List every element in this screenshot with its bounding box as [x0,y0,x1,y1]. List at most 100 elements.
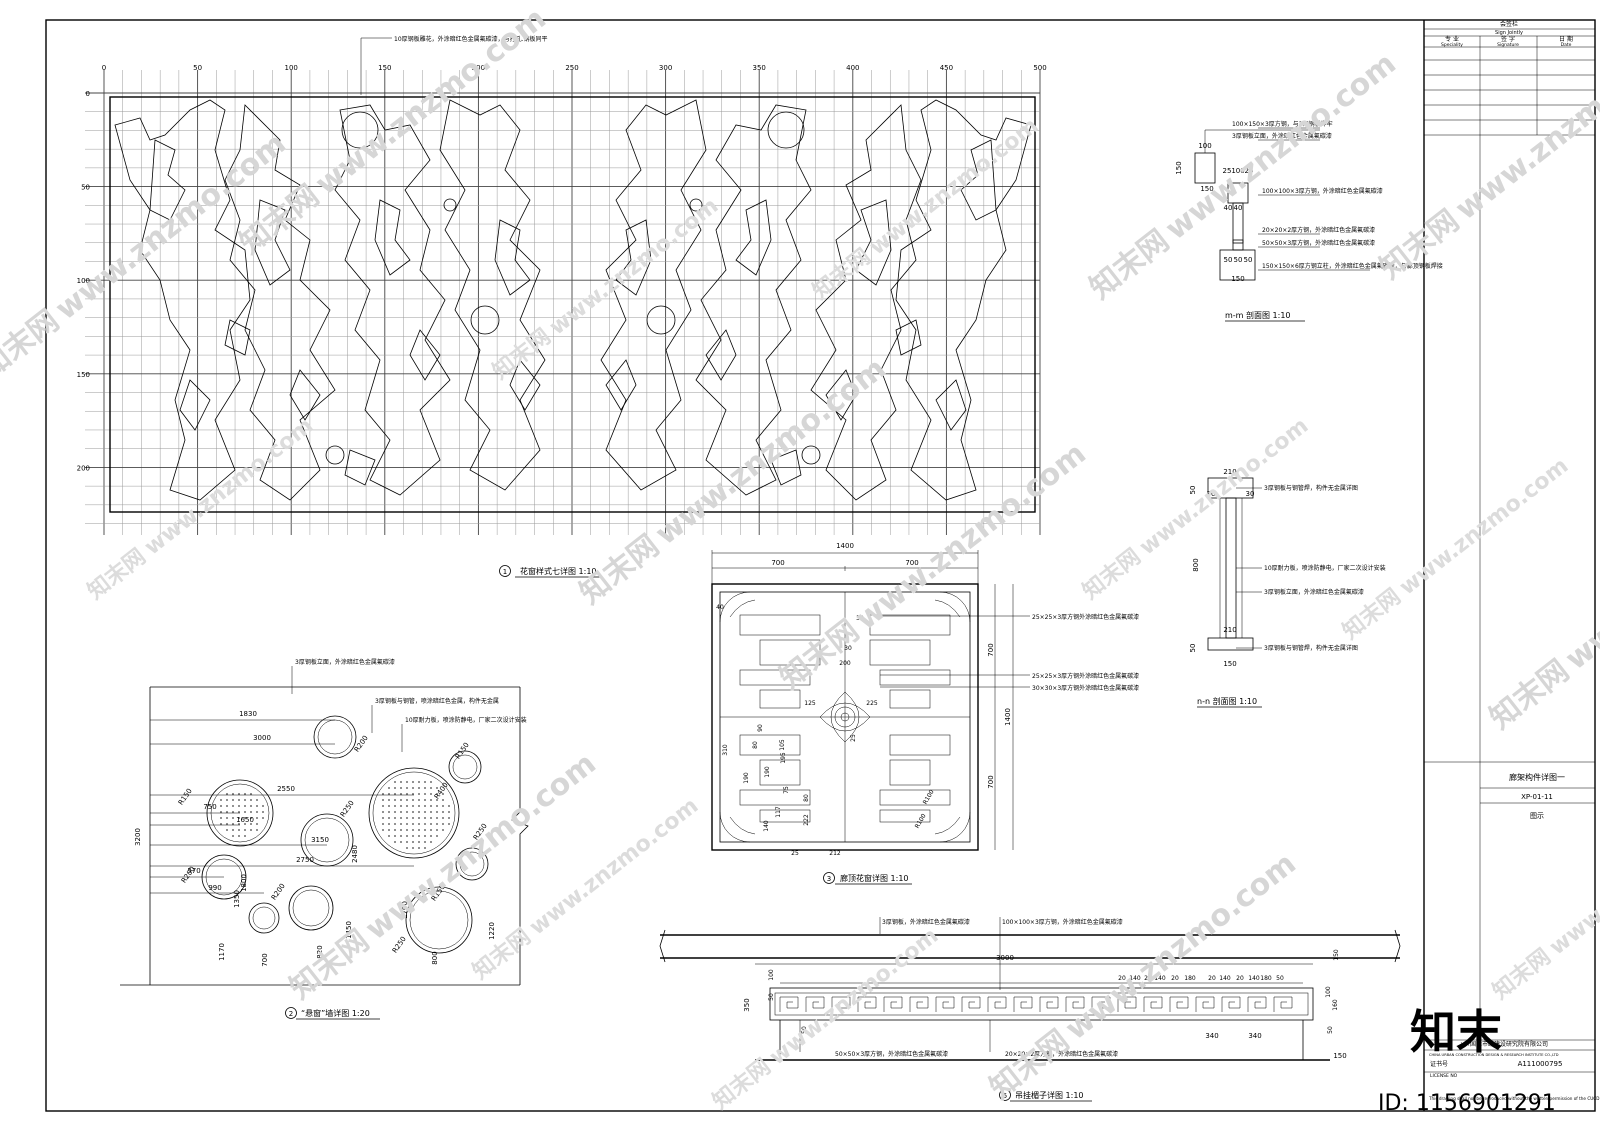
pn-dim: 30 [1207,490,1216,498]
p5-dim-v: 350 [743,998,751,1011]
p3-caption-no: 3 [827,875,831,883]
watermark-text: 知末网www.znzmo.com [1338,453,1574,645]
x-tick-label: 250 [565,64,578,72]
watermark-brand: 知末网 [1488,944,1556,1005]
x-tick-label: 300 [659,64,672,72]
p2-radius: R400 [433,781,450,801]
x-tick-label: 350 [753,64,766,72]
x-tick-label: 100 [285,64,298,72]
p3-dim: 75 [783,786,790,794]
p3-dim-top: 1400 [836,542,854,550]
p5-dim: 140 [1154,975,1166,982]
p3-radius: R100 [922,789,936,806]
tb-col1: 专 业 [1445,35,1459,43]
watermark-text: 知末网www.znzmo.com [1488,813,1600,1005]
p3-dim: 190 [743,772,750,784]
y-tick-label: 150 [77,371,90,379]
watermark-text: 知末网www.znzmo.com [83,413,319,605]
pm-dim: 40 [1234,204,1243,212]
p5-label-top: 100×100×3厚方钢，外涂暗红色金属氟碳漆 [1002,918,1123,926]
p3-dim: 310 [722,744,729,756]
pn-dim: 210 [1223,468,1236,476]
p5-dim: 180 [1184,975,1196,982]
p5-dim-v: 50 [1327,1026,1334,1034]
tb-drawing-no: XP-01-11 [1521,793,1553,801]
watermark-brand: 知末网 [1483,653,1575,736]
p3-dim: 212 [829,850,841,857]
p5-label-bottom: 50×50×3厚方钢，外涂暗红色金属氟碳漆 [835,1050,948,1058]
tb-note-en: This drawing shall not be reproduced wit… [1428,1096,1599,1101]
p5-dim: 140 [1219,975,1231,982]
p2-dim-v: 800 [431,951,439,964]
y-tick-label: 0 [86,90,90,98]
pn-dim: 210 [1223,626,1236,634]
p5-dim: 20 [1208,975,1216,982]
tb-sign-header: 会签栏 [1500,20,1518,28]
pn-dim: 30 [1246,490,1255,498]
tb-cert-no: A111000795 [1518,1060,1563,1068]
p5-dim: 20 [1236,975,1244,982]
watermark-url: www.znzmo.com [1395,453,1573,600]
p2-caption-no: 2 [289,1010,293,1018]
watermark-url: www.znzmo.com [1545,813,1600,960]
tb-cert-en: LICENSE NO [1430,1073,1458,1079]
p1-note: 10厚钢板雕花，外涂暗红色金属氟碳漆，与打孔.钢板同平 [394,35,548,43]
p2-dim: 990 [208,884,221,892]
pm-dim: 100 [1198,142,1211,150]
pn-label: 3厚钢板与钢管焊，构件无金属详图 [1264,644,1358,652]
p2-radius: R150 [177,787,194,807]
tb-cert-label: 证书号 [1430,1060,1448,1068]
p2-dim-v: 1700 [401,901,409,919]
watermark-brand: 知末网 [1373,203,1465,286]
p2-dim-v: 1800 [240,874,248,892]
p2-dim-v: 1170 [218,943,226,961]
p2-dim: 1650 [236,816,254,824]
y-tick-label: 100 [77,277,90,285]
p3-dim: 225 [866,700,878,707]
p5-dim-v: 150 [1333,949,1340,961]
p3-dim: 190 [764,766,771,778]
watermark-text: 知末网www.znzmo.com [488,193,724,385]
pm-dim: 40 [1224,204,1233,212]
watermark-brand: 知末网 [488,324,556,385]
pn-caption: n-n 剖面图 1:10 [1197,696,1257,706]
p2-dim: 2750 [296,856,314,864]
p3-dim-side: 700 [987,643,995,656]
watermark-brand: 知末网 [283,923,375,1006]
p3-dim: 30 [856,615,864,622]
p2-radius: R200 [270,882,287,902]
p3-dim: 25 [850,734,857,742]
p5-dim: 50 [1276,975,1284,982]
p2-dim: 570 [187,867,200,875]
pn-label: 3厚钢板与钢管焊，构件无金属详图 [1264,484,1358,492]
tb-drawing-type: 图示 [1530,812,1544,820]
y-tick-label: 50 [81,184,90,192]
p3-caption: 廊顶花窗详图 1:10 [840,873,909,883]
p5-dim: 20 [1171,975,1179,982]
p5-dim: 150 [1333,1052,1346,1060]
p3-label: 25×25×3厚方钢外涂暗红色金属氟碳漆 [1032,672,1139,680]
watermark-brand: 知末网 [468,924,536,985]
p3-dim-top: 700 [771,559,784,567]
tb-col3-en: Date [1561,42,1572,48]
p3-dim: 125 [804,700,816,707]
watermark-text: 知末网www.znzmo.com [808,113,1044,305]
pm-label: 100×100×3厚方钢，外涂暗红色金属氟碳漆 [1262,187,1383,195]
pm-label: 3厚钢板立面，外涂暗红色金属氟碳漆 [1232,132,1332,140]
p2-radius: R200 [353,734,370,754]
p2-caption: “悬窗”墙详图 1:20 [301,1008,370,1018]
watermark-url: www.znzmo.com [849,436,1093,637]
p2-radius: R150 [454,741,471,761]
pm-label: 20×20×2厚方钢，外涂暗红色金属氟碳漆 [1262,226,1375,234]
x-tick-label: 0 [102,64,106,72]
pm-dim: 50 [1244,256,1253,264]
p3-dim: 30 [844,645,852,652]
tb-drawing-title: 廊架构件详图一 [1509,772,1565,782]
p5-dim: 20 [1144,975,1152,982]
watermark-text: 知末网www.znzmo.com [573,351,892,611]
pn-dim: 800 [1192,558,1200,571]
p5-caption-no: 5 [1003,1092,1007,1100]
p3-dim: 140 [763,820,770,832]
p2-dim-v: 1220 [488,922,496,940]
p3-dim-top: 700 [905,559,918,567]
